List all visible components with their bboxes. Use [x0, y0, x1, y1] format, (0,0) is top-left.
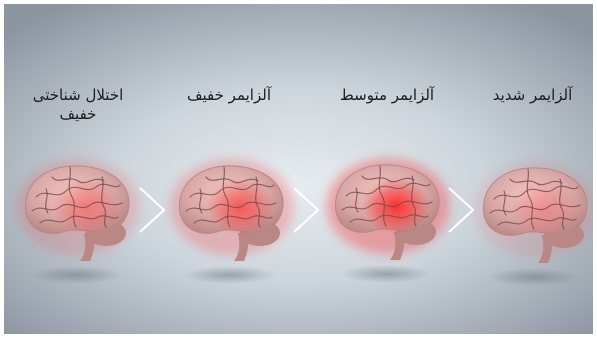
diagram-canvas [4, 4, 593, 334]
chevron-right-icon [140, 188, 164, 232]
progression-diagram: اختلال شناختی خفیف آلزایمر خفیف آلزایمر … [4, 4, 593, 334]
brain-icon [16, 159, 140, 284]
brain-icon [170, 159, 294, 284]
brain-icon [474, 161, 593, 286]
chevron-right-icon [449, 188, 473, 232]
chevron-right-icon [294, 188, 318, 232]
brain-icon [326, 158, 450, 283]
